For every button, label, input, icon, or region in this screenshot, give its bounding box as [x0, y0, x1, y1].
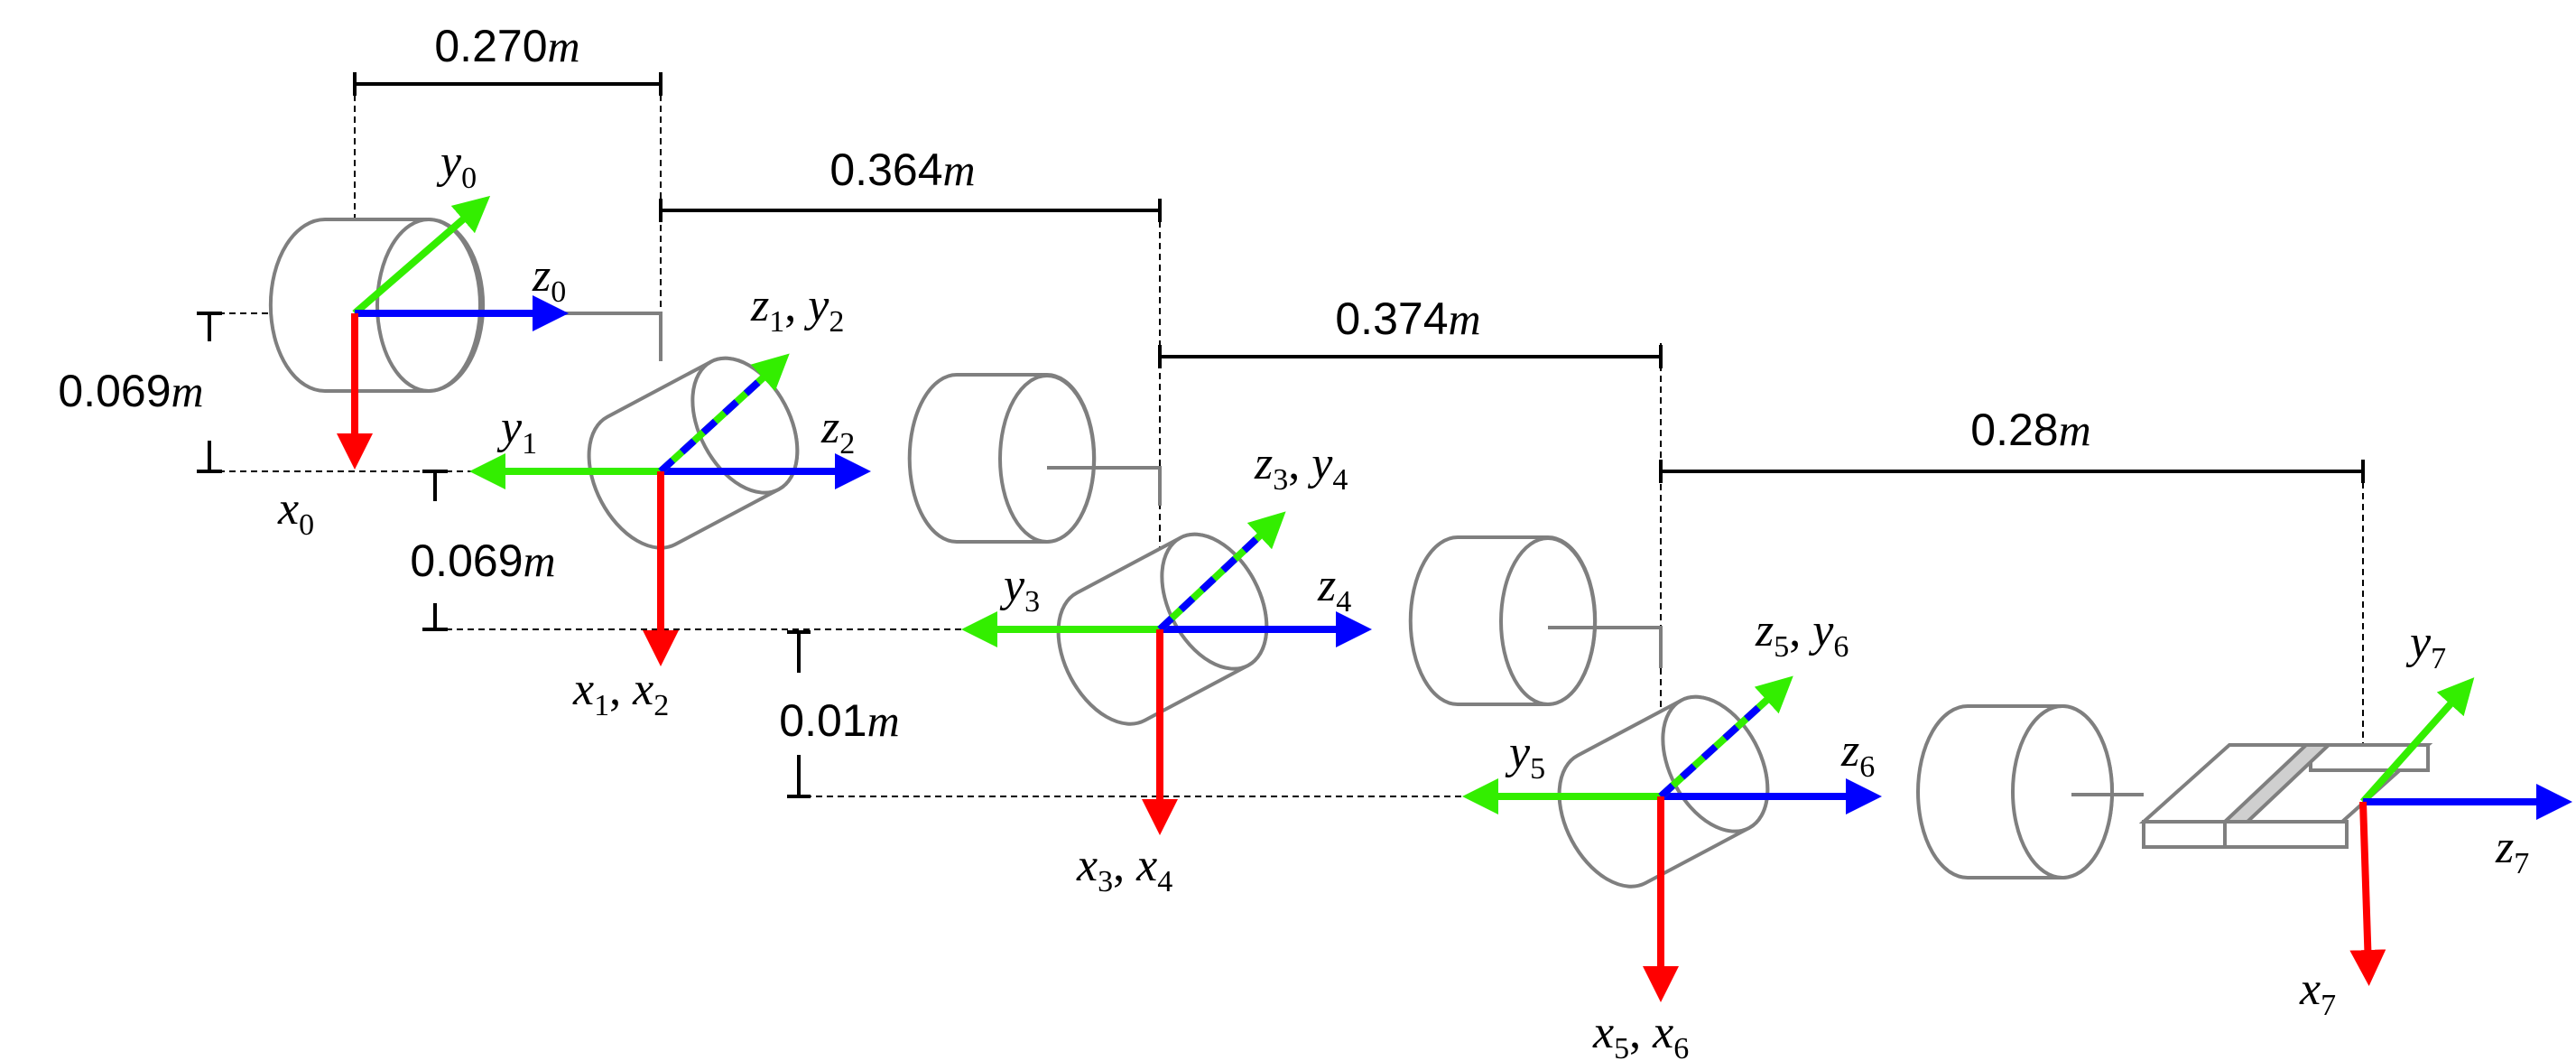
joint-4-cylinder [1408, 535, 1598, 706]
y0-label: y0 [436, 136, 477, 195]
z6-label: z6 [1840, 725, 1875, 784]
joint-1-cylinder [587, 356, 800, 550]
joint-2-cylinder [907, 373, 1097, 544]
x3-x4-label: x3, x4 [1076, 840, 1172, 898]
svg-text:0.374m: 0.374m [1335, 293, 1480, 344]
dimension-0069-b: 0.069m [410, 470, 1160, 631]
z2-label: z2 [820, 402, 855, 461]
dimension-0374: 0.374m [1158, 293, 1663, 795]
z7-label: z7 [2495, 822, 2529, 880]
y7-axis [2360, 677, 2475, 805]
z3-y4-label: z3, y4 [1254, 438, 1348, 497]
z3-axis [1157, 511, 1286, 632]
gripper [2138, 743, 2433, 849]
x7-axis [2349, 801, 2386, 986]
dimension-0364: 0.364m [659, 144, 1162, 632]
frame-1-2: z1, y2 y1 z2 x1, x2 [469, 280, 871, 722]
joint-0-cylinder [268, 218, 486, 393]
y0-axis [352, 195, 491, 317]
svg-text:0.069m: 0.069m [58, 366, 203, 416]
svg-text:0.28m: 0.28m [1970, 405, 2090, 455]
dimension-0270: 0.270m [353, 21, 663, 361]
svg-text:0.069m: 0.069m [410, 535, 555, 586]
frame-3-4: z3, y4 y3 z4 x3, x4 [961, 438, 1372, 898]
dimension-0069-a: 0.069m [58, 312, 661, 473]
dimension-001: 0.01m [779, 630, 1661, 798]
x1-x2-label: x1, x2 [572, 664, 669, 722]
svg-text:0.270m: 0.270m [434, 21, 579, 71]
link-geometry [268, 218, 2433, 889]
svg-text:0.01m: 0.01m [779, 695, 899, 746]
z0-label: z0 [532, 250, 566, 309]
joint-6-cylinder [1916, 704, 2114, 880]
z5-y6-label: z5, y6 [1755, 605, 1849, 664]
frame-7: y7 z7 x7 [2299, 617, 2572, 1022]
x0-label: x0 [277, 483, 314, 542]
z4-label: z4 [1317, 560, 1351, 619]
y1-label: y1 [496, 402, 537, 461]
y3-label: y3 [999, 560, 1040, 619]
frame-0: y0 z0 x0 [277, 136, 569, 542]
svg-text:0.364m: 0.364m [829, 144, 975, 195]
z1-axis [658, 353, 790, 474]
x5-x6-label: x5, x6 [1592, 1007, 1689, 1061]
z1-y2-label: z1, y2 [750, 280, 844, 339]
x7-label: x7 [2299, 963, 2336, 1022]
y7-label: y7 [2405, 617, 2446, 675]
frame-5-6: z5, y6 y5 z6 x5, x6 [1462, 605, 1882, 1061]
y5-label: y5 [1505, 727, 1545, 786]
